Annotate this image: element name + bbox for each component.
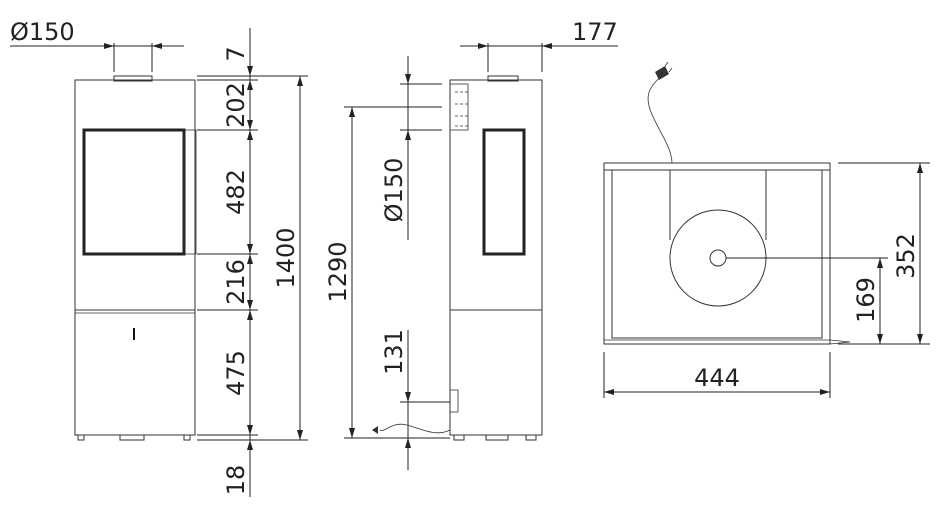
top-side-tab [829,339,851,345]
side-air-inlet [449,389,459,413]
side-dim-flue-height: 1290 [324,241,352,302]
front-view: Ø150 7 202 482 216 475 18 1400 [10,18,308,497]
top-inner-frame [611,169,823,339]
front-glass-door [82,128,186,256]
front-ash-drawer [119,434,145,441]
front-door-handle [183,129,197,255]
front-dim-lower-door: 216 [222,259,250,305]
side-rear-flue [449,83,469,131]
side-flue-collar [487,75,519,82]
side-dim-inlet: 131 [380,329,408,375]
side-upper-body [449,79,543,311]
top-view: 444 352 169 [603,61,930,398]
side-foot-right [525,434,537,441]
front-flue-diameter-label: Ø150 [10,18,75,46]
top-dim-width: 444 [694,364,740,392]
front-foot-right [183,434,191,441]
side-dim-offset: 177 [572,18,618,46]
side-foot-left [453,434,465,441]
top-outline [603,162,831,345]
front-dim-top: 7 [222,46,250,61]
side-flue-diameter-label: Ø150 [380,158,408,223]
front-dim-total: 1400 [272,227,300,288]
front-flue-collar [113,75,153,82]
side-view: 177 1290 Ø150 131 [324,18,618,470]
front-foot-left [77,434,85,441]
top-dim-depth: 352 [892,233,920,279]
top-dim-center: 169 [852,277,880,323]
front-dim-base: 475 [222,350,250,396]
front-dim-feet: 18 [222,465,250,496]
front-dim-upper: 202 [222,82,250,128]
side-glass-window [482,128,526,256]
top-power-cable [647,75,673,164]
side-power-cable [379,423,451,434]
side-ash-drawer [485,434,509,441]
top-plug-icon [655,66,669,80]
side-plug-icon [372,426,378,434]
front-dim-glass: 482 [222,169,250,215]
top-flue-center [709,249,727,267]
side-lower-body [449,309,543,436]
front-upper-body [74,79,196,311]
